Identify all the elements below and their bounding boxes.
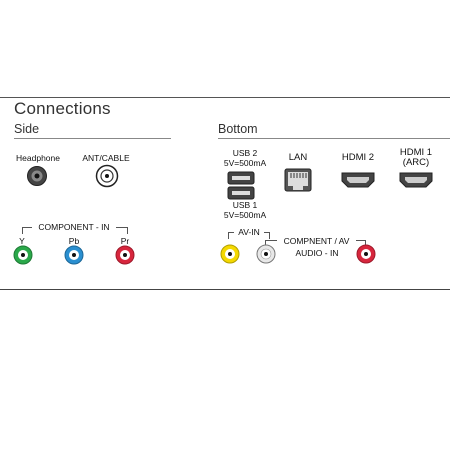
headphone-label: Headphone — [16, 153, 60, 163]
pr-label: Pr — [120, 236, 130, 246]
hdmi2-label: HDMI 2 — [341, 152, 375, 163]
pb-rca-jack-icon — [64, 245, 84, 265]
hdmi1-port-icon — [399, 172, 433, 188]
usb1-label: USB 1 — [232, 200, 258, 210]
connections-title: Connections — [14, 99, 111, 118]
lan-label: LAN — [288, 152, 308, 163]
component-in-label: COMPONENT - IN — [32, 222, 116, 232]
pb-label: Pb — [68, 236, 80, 246]
hdmi2-port-icon — [341, 172, 375, 188]
y-label: Y — [19, 236, 25, 246]
usb-ports-icon — [227, 171, 255, 200]
headphone-jack-icon — [27, 166, 47, 186]
lan-port-icon — [284, 168, 312, 192]
y-rca-jack-icon — [13, 245, 33, 265]
panel-bottom-border — [0, 289, 450, 290]
av-in-yellow-jack-icon — [220, 244, 240, 264]
ant-cable-label: ANT/CABLE — [82, 153, 130, 163]
pr-rca-jack-icon — [115, 245, 135, 265]
antenna-connector-icon — [95, 164, 119, 188]
audio-in-red-jack-icon — [356, 244, 376, 264]
side-divider — [14, 138, 171, 139]
panel-top-border — [0, 97, 450, 98]
side-heading: Side — [14, 122, 40, 136]
audio-in-label: AUDIO - IN — [295, 248, 339, 258]
usb2-power-label: 5V=500mA — [223, 158, 267, 168]
av-in-label: AV-IN — [234, 227, 264, 237]
compnent-av-label: COMPNENT / AV — [277, 236, 356, 246]
bottom-divider — [218, 138, 450, 139]
hdmi1-arc-label: (ARC) — [402, 157, 430, 168]
audio-in-white-jack-icon — [256, 244, 276, 264]
bottom-heading: Bottom — [218, 122, 258, 136]
usb1-power-label: 5V=500mA — [223, 210, 267, 220]
usb2-label: USB 2 — [232, 148, 258, 158]
hdmi1-label: HDMI 1 — [399, 147, 433, 158]
